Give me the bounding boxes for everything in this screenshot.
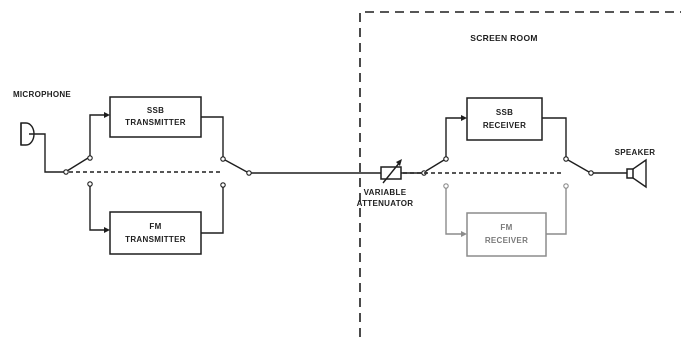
ssb-transmitter-label-1: SSB	[147, 106, 164, 115]
microphone-icon	[20, 122, 35, 146]
ssb-tx-output-wire	[201, 116, 224, 157]
speaker-icon	[626, 158, 647, 189]
screen-room-label: SCREEN ROOM	[470, 33, 538, 43]
ssb-receiver-block: SSB RECEIVER	[466, 97, 543, 141]
tx-input-switch	[63, 155, 93, 187]
ssb-receiver-label-1: SSB	[496, 108, 513, 117]
attenuator-label-line2: ATTENUATOR	[357, 199, 414, 208]
arrow-icon	[461, 231, 467, 237]
ssb-rx-output-wire	[542, 117, 567, 157]
fm-transmitter-block: FM TRANSMITTER	[109, 211, 202, 255]
fm-receiver-label-1: FM	[500, 223, 512, 232]
fm-rx-input-wire	[445, 188, 462, 235]
ssb-receiver-label-2: RECEIVER	[483, 121, 526, 130]
microphone-label: MICROPHONE	[13, 90, 71, 99]
screen-room-boundary	[359, 11, 681, 337]
arrow-icon	[104, 112, 110, 118]
attenuator-label-line1: VARIABLE	[364, 188, 407, 197]
ssb-transmitter-label-2: TRANSMITTER	[125, 118, 186, 127]
tx-output-switch	[220, 156, 252, 188]
fm-rx-output-wire	[546, 188, 567, 235]
rx-output-switch	[563, 156, 594, 189]
fm-transmitter-label-2: TRANSMITTER	[125, 235, 186, 244]
ssb-transmitter-block: SSB TRANSMITTER	[109, 96, 202, 138]
fm-receiver-block: FM RECEIVER	[466, 212, 547, 257]
arrow-icon	[461, 115, 467, 121]
ssb-tx-input-wire	[89, 114, 106, 156]
fm-transmitter-label-1: FM	[149, 222, 161, 231]
ssb-rx-input-wire	[445, 117, 462, 157]
arrow-icon	[104, 227, 110, 233]
mic-wire	[29, 133, 65, 173]
fm-receiver-label-2: RECEIVER	[485, 236, 528, 245]
variable-attenuator-icon	[380, 159, 402, 184]
speaker-label: SPEAKER	[615, 148, 656, 157]
fm-tx-output-wire	[201, 187, 224, 234]
fm-tx-input-wire	[89, 186, 106, 231]
